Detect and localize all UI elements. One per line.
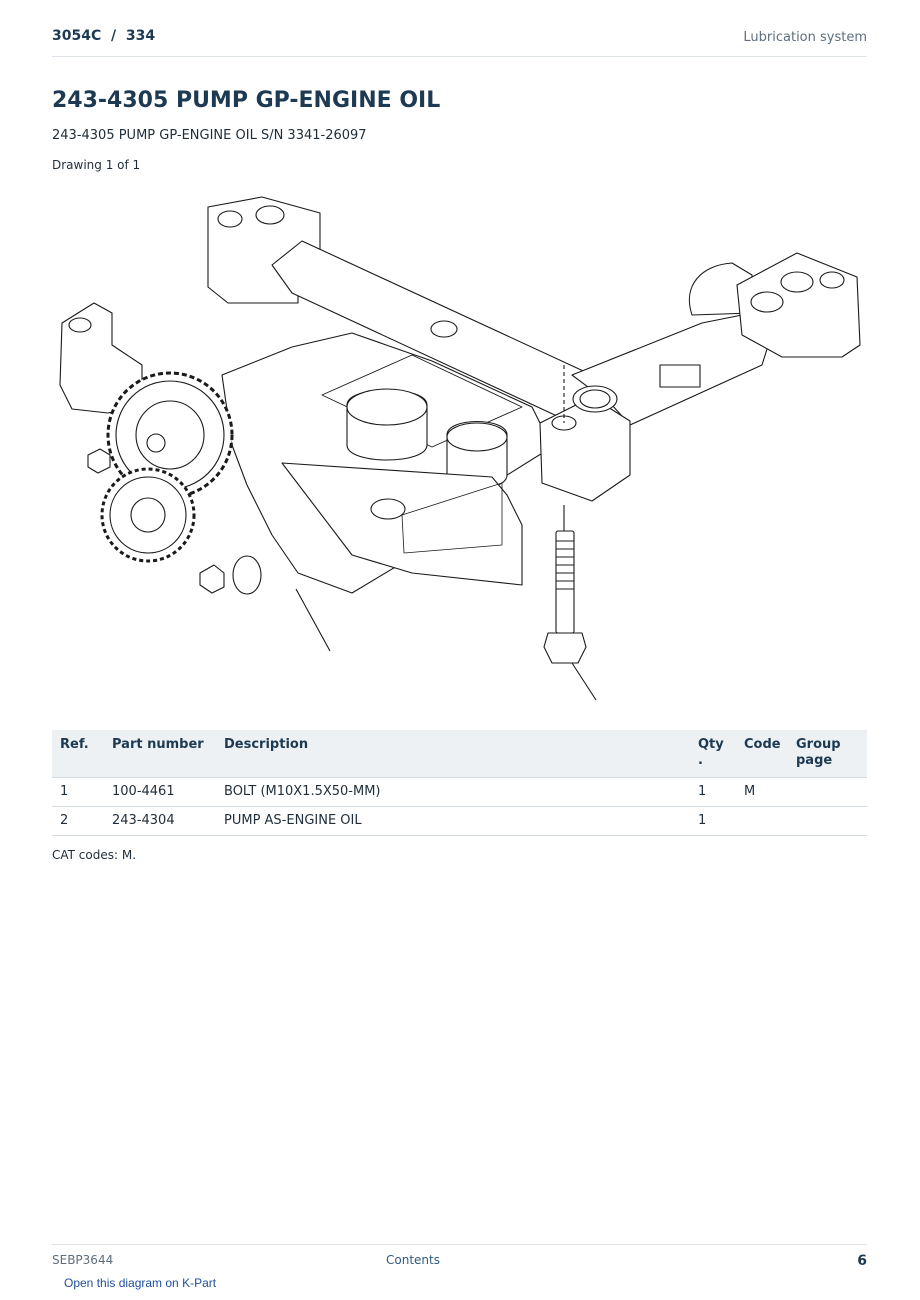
leader-line bbox=[571, 662, 597, 701]
gear-shaft bbox=[146, 433, 166, 453]
leader-line bbox=[295, 588, 331, 652]
column-header-ref: Ref. bbox=[52, 730, 104, 778]
cat-codes-note: CAT codes: M. bbox=[52, 848, 137, 862]
column-header-code: Code bbox=[736, 730, 788, 778]
bolt-hole bbox=[68, 317, 92, 333]
cell-ref: 2 bbox=[52, 806, 104, 836]
cell-ref: 1 bbox=[52, 777, 104, 807]
bolt-hole bbox=[780, 271, 814, 293]
column-header-group-page: Group page bbox=[788, 730, 867, 778]
arm-boss bbox=[430, 320, 458, 338]
bolt-hole bbox=[370, 498, 406, 520]
table-row: 1 100-4461 BOLT (M10X1.5X50-MM) 1 M bbox=[52, 777, 867, 807]
cell-qty: 1 bbox=[690, 806, 736, 836]
page-title: 243-4305 PUMP GP-ENGINE OIL bbox=[52, 88, 441, 113]
bolt-hole bbox=[819, 271, 845, 289]
hex-bolt bbox=[87, 448, 111, 474]
drawing-label: Drawing 1 of 1 bbox=[52, 158, 141, 172]
contents-link[interactable]: Contents bbox=[386, 1253, 440, 1267]
chamber-end bbox=[446, 422, 508, 452]
chamber-end bbox=[346, 388, 428, 426]
bolt-head bbox=[543, 632, 587, 664]
mounting-pad bbox=[659, 364, 701, 388]
cell-description: BOLT (M10X1.5X50-MM) bbox=[216, 777, 690, 807]
gear-hub bbox=[130, 497, 166, 533]
bolt-hole bbox=[750, 291, 784, 313]
cell-code bbox=[736, 806, 788, 836]
page-footer: SEBP3644 Contents 6 bbox=[52, 1244, 867, 1275]
plug bbox=[232, 555, 262, 595]
bolt-hole bbox=[255, 205, 285, 225]
page-header: 3054C / 334 Lubrication system bbox=[52, 28, 867, 57]
hex-bolt bbox=[199, 564, 225, 594]
table-header-row: Ref. Part number Description Qty . Code … bbox=[52, 730, 867, 778]
column-header-description: Description bbox=[216, 730, 690, 778]
bolt-hole bbox=[217, 210, 243, 228]
bolt-shank bbox=[555, 530, 575, 634]
bore-inner bbox=[579, 389, 611, 409]
page-number: 6 bbox=[857, 1253, 867, 1269]
cell-group-page bbox=[788, 777, 867, 807]
section-name: Lubrication system bbox=[743, 30, 867, 45]
pickup-tube bbox=[281, 462, 523, 586]
cell-code: M bbox=[736, 777, 788, 807]
document-id: SEBP3644 bbox=[52, 1253, 114, 1267]
cell-group-page bbox=[788, 806, 867, 836]
arm-collar bbox=[688, 262, 753, 316]
open-diagram-link[interactable]: Open this diagram on K-Part bbox=[64, 1276, 217, 1290]
parts-table: Ref. Part number Description Qty . Code … bbox=[52, 730, 867, 836]
cell-part-number: 243-4304 bbox=[104, 806, 216, 836]
gear-hub bbox=[135, 400, 205, 470]
page-subtitle: 243-4305 PUMP GP-ENGINE OIL S/N 3341-260… bbox=[52, 128, 367, 143]
pump-assembly-drawing bbox=[59, 196, 861, 701]
document-reference: 3054C / 334 bbox=[52, 28, 156, 44]
column-header-qty: Qty . bbox=[690, 730, 736, 778]
cell-part-number: 100-4461 bbox=[104, 777, 216, 807]
table-row: 2 243-4304 PUMP AS-ENGINE OIL 1 bbox=[52, 806, 867, 836]
cell-qty: 1 bbox=[690, 777, 736, 807]
column-header-part-number: Part number bbox=[104, 730, 216, 778]
pickup-flange bbox=[401, 482, 503, 554]
cell-description: PUMP AS-ENGINE OIL bbox=[216, 806, 690, 836]
